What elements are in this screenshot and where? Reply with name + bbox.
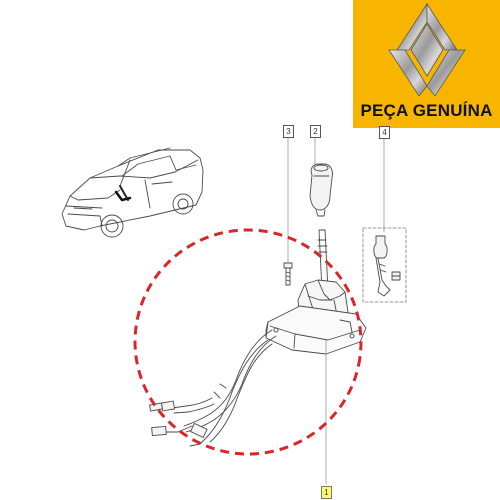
leader-lines [287,135,385,485]
part-4-group-box [362,227,407,303]
gear-lever-part [373,235,401,297]
callout-3[interactable]: 3 [283,125,294,138]
callout-2[interactable]: 2 [310,125,321,138]
genuine-part-badge: PEÇA GENUÍNA [353,0,500,128]
vehicle-illustration [61,147,204,238]
callout-1[interactable]: 1 [321,486,332,499]
shifter-assembly [265,229,367,355]
highlight-ellipse [133,228,363,456]
vehicle-location-marker [114,190,132,202]
bolt-part [283,262,293,286]
genuine-part-text: PEÇA GENUÍNA [360,101,493,120]
renault-diamond-logo-icon [388,2,466,97]
gear-knob [309,163,333,217]
callout-4[interactable]: 4 [379,126,390,139]
shift-cables [149,329,277,447]
